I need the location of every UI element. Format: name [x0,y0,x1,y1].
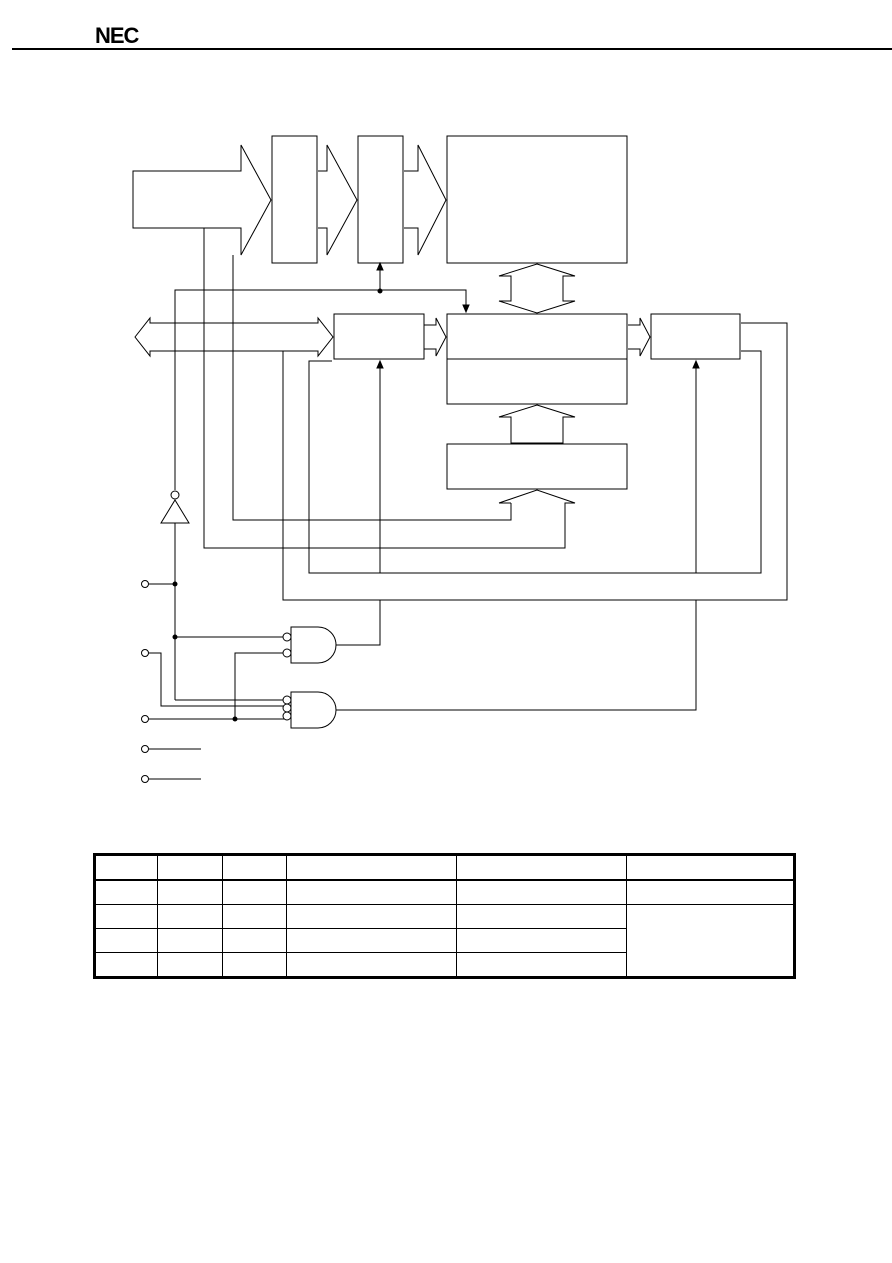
inverter-bubble [170,490,180,500]
gate2-output [336,600,697,711]
gate2-bubble-b [282,703,292,713]
table-row [94,904,795,978]
table-cell [286,879,457,905]
table-cell [456,904,627,929]
pin-5 [141,775,149,783]
table-header-cell [626,854,795,881]
memory-array [446,135,628,264]
table-header-cell [286,854,457,881]
page-header: NEC [0,0,892,52]
block-2 [357,135,404,264]
table-row [94,879,795,905]
table-cell [286,952,457,978]
and-gate-1 [290,626,337,664]
table-cell [94,879,158,905]
and-gate-2 [290,691,337,729]
bus-arrow-1 [318,144,358,256]
pin-2 [141,649,149,657]
input-bus-arrow [132,144,272,256]
table-cell [626,879,795,905]
output-buffer [650,313,741,360]
block-diagram [132,135,788,783]
bus-arrow-3 [424,317,447,357]
table-cell [94,904,158,929]
lower-input-arrow [203,228,576,549]
central-upper [446,313,628,360]
table-cell [222,904,287,929]
table-cell [94,952,158,978]
table-header-cell [456,854,627,881]
table-cell [157,928,223,953]
table-row [94,952,795,978]
table-cell [157,879,223,905]
output-loop-inner [308,350,762,574]
table-merged-cell [626,904,795,978]
nec-logo: NEC [95,23,139,48]
addr-control-arrow [376,359,384,369]
pin-2-line [149,652,286,707]
control-arrow-block2 [376,261,384,271]
gate2-bubble-c [282,711,292,721]
junction-dot-4 [232,716,238,722]
pin-3 [141,715,149,723]
control-line-top [174,289,467,490]
bidirectional-bus [134,316,334,358]
block-1 [271,135,318,264]
table-cell [157,952,223,978]
control-arrow-head [462,304,470,314]
table-cell [456,879,627,905]
gate1-bubble-a [282,632,292,642]
pin-1 [141,580,149,588]
gate1-input-b [234,652,283,719]
pin-4 [141,745,149,753]
table-cell [94,928,158,953]
bus-arrow-2 [404,144,447,256]
table-cell [286,904,457,929]
inverter-triangle [160,499,190,524]
spec-table [93,853,796,979]
table-cell [456,952,627,978]
out-control-arrow [692,359,700,369]
gate1-bubble-b [282,648,292,658]
table-cell [222,928,287,953]
table-cell [222,879,287,905]
header-rule [12,48,892,50]
table-cell [157,904,223,929]
address-buffer [333,313,425,360]
double-arrow-mid [498,404,576,444]
table-header-cell [94,854,158,881]
table-header-cell [157,854,223,881]
lower-block [446,443,628,490]
output-loop-outer [282,322,788,601]
central-lower [446,358,628,405]
junction-dot-1 [377,288,383,294]
table-header-row [94,854,795,881]
junction-dot-3 [172,634,178,640]
double-arrow-top [498,263,576,314]
table-cell [286,928,457,953]
gate2-bubble-a [282,695,292,705]
table-header-cell [222,854,287,881]
gate1-output [336,600,381,646]
junction-dot-2 [172,581,178,587]
bus-arrow-4 [628,317,651,357]
table-cell [222,952,287,978]
table-cell [456,928,627,953]
